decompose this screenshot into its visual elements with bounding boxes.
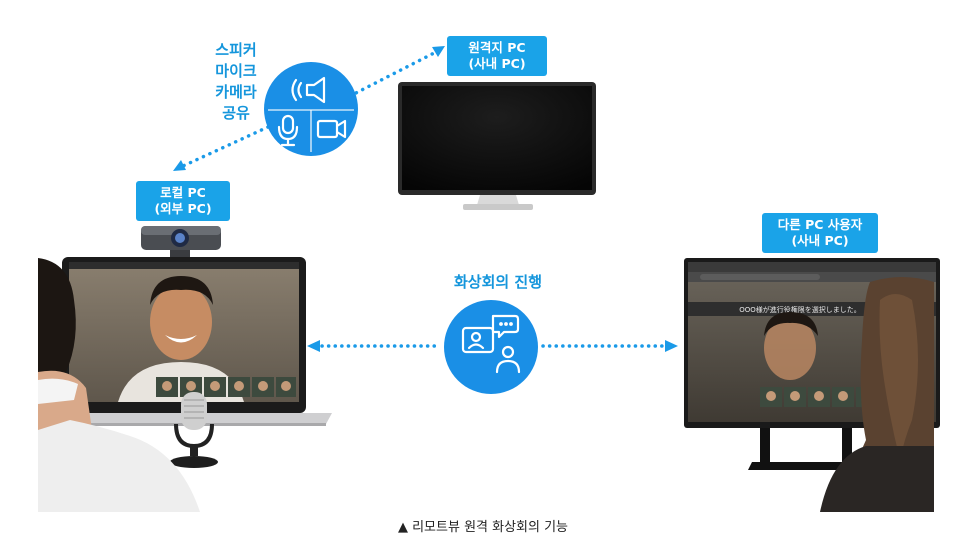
av-share-circle	[264, 62, 358, 156]
laptop	[48, 257, 332, 426]
remote-pc-badge: 원격지 PC (사내 PC)	[447, 36, 547, 76]
remote-monitor	[398, 82, 596, 210]
microphone-label: 마이크	[215, 62, 257, 80]
other-user-badge: 다른 PC 사용자 (사내 PC)	[762, 213, 878, 253]
screen-notice: OOO様が進行役権限を選択しました。	[739, 305, 861, 314]
speaker-icon	[291, 76, 326, 104]
video-conference-icon	[461, 314, 521, 374]
other-user	[820, 277, 934, 512]
connector-right	[541, 340, 678, 352]
video-conference-circle	[444, 300, 538, 394]
share-label: 공유	[222, 104, 250, 122]
desk-microphone	[170, 392, 218, 468]
camera-icon	[316, 119, 347, 139]
connector-left	[307, 340, 442, 352]
camera-label: 카메라	[215, 83, 257, 101]
connector-to-remote	[348, 46, 445, 98]
share-features-label: 스피커 마이크 카메라 공유	[195, 40, 277, 124]
figure-caption: ▲ 리모트뷰 원격 화상회의 기능	[397, 520, 569, 535]
local-user	[38, 258, 200, 512]
speaker-label: 스피커	[215, 41, 257, 59]
connector-to-local	[173, 125, 270, 171]
webcam-device	[141, 226, 221, 257]
local-pc-badge: 로컬 PC (외부 PC)	[136, 181, 230, 221]
microphone-icon	[277, 114, 299, 147]
meeting-progress-label: 화상회의 진행	[453, 273, 543, 291]
